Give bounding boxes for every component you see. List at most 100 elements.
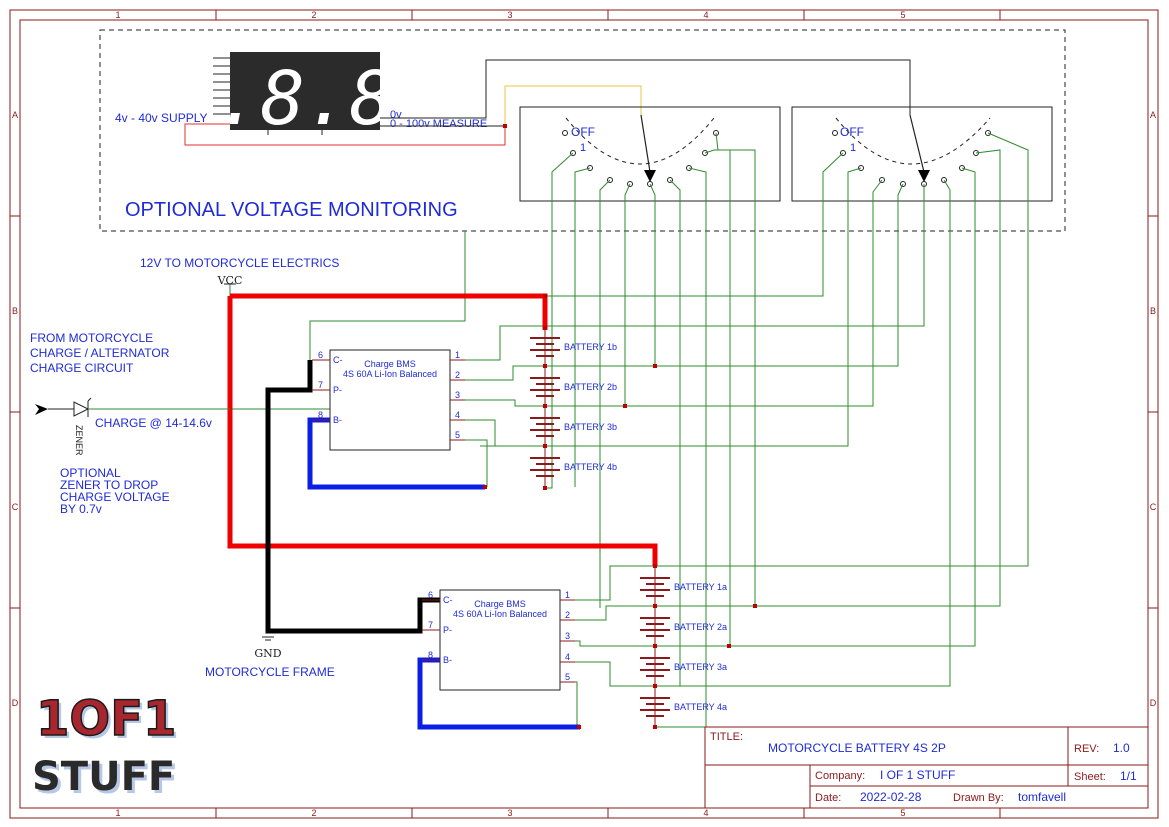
bms-b-pin-1: 1: [455, 350, 460, 360]
charge-voltage-label: CHARGE @ 14-14.6v: [95, 416, 212, 430]
bms-a-pin-2: 2: [565, 610, 570, 620]
bms-a-pin-6-num: 6: [428, 590, 433, 600]
optional-line-3: CHARGE VOLTAGE: [60, 490, 170, 504]
bms-a-pin-4: 4: [565, 652, 570, 662]
display-body: [230, 52, 380, 130]
supply-wire: [184, 123, 506, 146]
voltmeter-display: 8.8.8.: [171, 52, 439, 142]
bms-a-pin-6-name: C-: [443, 595, 453, 605]
col-label-5-bottom: 5: [900, 808, 905, 818]
bms-b-pin-6-name: C-: [333, 355, 343, 365]
row-label-a: A: [12, 110, 18, 120]
measure-sense-wire: [504, 85, 642, 126]
bms-a-pin-5: 5: [565, 672, 570, 682]
vcc-symbol: VCC: [217, 274, 243, 287]
bms-b-pin-8-num: 8: [318, 410, 323, 420]
date-label: Date:: [815, 792, 841, 804]
col-label-3: 3: [507, 10, 512, 20]
bms-b-pin-7-num: 7: [318, 380, 323, 390]
rotary-switch-2: OFF 1: [791, 106, 1053, 202]
logo-line-2-shadow: STUFF: [35, 757, 178, 803]
monitoring-title: OPTIONAL VOLTAGE MONITORING: [125, 199, 458, 221]
battery-cell-1a: BATTERY 1a: [640, 577, 727, 597]
date-value: 2022-02-28: [860, 790, 922, 804]
battery-cell-3a: BATTERY 3a: [640, 657, 727, 677]
drawn-by-label: Drawn By:: [953, 792, 1004, 804]
bms-b-pin-5: 5: [455, 430, 460, 440]
col-label-1: 1: [115, 10, 120, 20]
bms-a-pin-1: 1: [565, 590, 570, 600]
battery-3a-label: BATTERY 3a: [674, 662, 727, 672]
display-digits: 8.8.8.: [171, 56, 438, 142]
from-line-1: FROM MOTORCYCLE: [30, 331, 153, 345]
col-label-4: 4: [703, 10, 708, 20]
row-label-c: C: [12, 502, 19, 512]
ground-bus: [265, 360, 440, 634]
bms-a-pin-8-num: 8: [428, 650, 433, 660]
optional-line-2: ZENER TO DROP: [60, 478, 158, 492]
row-label-b: B: [12, 306, 18, 316]
from-line-3: CHARGE CIRCUIT: [30, 361, 134, 375]
company-value: I OF 1 STUFF: [880, 768, 955, 782]
bms-b-pin-2: 2: [455, 370, 460, 380]
row-label-a-right: A: [1150, 110, 1156, 120]
from-line-2: CHARGE / ALTERNATOR: [30, 346, 170, 360]
bms-a-pin-7-num: 7: [428, 620, 433, 630]
zero-volt-wire: [380, 59, 911, 119]
zener-label: ZENER: [74, 425, 84, 456]
battery-3b-label: BATTERY 3b: [564, 422, 617, 432]
charge-input: FROM MOTORCYCLE CHARGE / ALTERNATOR CHAR…: [30, 331, 230, 516]
col-label-3-bottom: 3: [507, 808, 512, 818]
battery-cell-4b: BATTERY 4b: [530, 457, 617, 477]
col-label-4-bottom: 4: [703, 808, 708, 818]
bms-b-pin-7-name: P-: [333, 385, 342, 395]
brand-logo: 1OF1 1OF1 STUFF STUFF: [32, 690, 179, 803]
bms-module-b: Charge BMS 4S 60A Li-Ion Balanced 6 C- 7…: [312, 349, 465, 451]
optional-line-1: OPTIONAL: [60, 466, 121, 480]
battery-stack-b: BATTERY 1b BATTERY 2b BATTERY 3b BATTERY…: [530, 330, 617, 488]
company-label: Company:: [815, 770, 865, 782]
monitoring-dashed-box: [99, 29, 1066, 232]
battery-cell-3b: BATTERY 3b: [530, 417, 617, 437]
voltage-monitoring-section: OPTIONAL VOLTAGE MONITORING 8.8.8. 4v - …: [99, 29, 1066, 232]
col-label-5: 5: [900, 10, 905, 20]
bms-b-pin-4: 4: [455, 410, 460, 420]
col-label-2-bottom: 2: [311, 808, 316, 818]
switch1-off-label: OFF: [571, 125, 595, 139]
positive-bus-lower: [227, 296, 658, 566]
title-value: MOTORCYCLE BATTERY 4S 2P: [768, 741, 946, 755]
switch2-off-label: OFF: [840, 125, 864, 139]
row-label-c-right: C: [1150, 502, 1157, 512]
optional-line-4: BY 0.7v: [60, 502, 102, 516]
drawn-by-value: tomfavell: [1018, 790, 1066, 804]
vcc-label: VCC: [217, 274, 243, 287]
title-block: TITLE: MOTORCYCLE BATTERY 4S 2P REV: 1.0…: [704, 726, 1149, 809]
bms-b-name-1: Charge BMS: [364, 359, 416, 369]
zener-diode: [73, 397, 92, 417]
battery-cell-2b: BATTERY 2b: [530, 377, 617, 397]
battery-1a-label: BATTERY 1a: [674, 582, 727, 592]
battery-cell-2a: BATTERY 2a: [640, 617, 727, 637]
drawing-frame: 1 2 3 4 5 1 2 3 4 5 A B C D A B C D: [9, 9, 1159, 819]
title-label: TITLE:: [710, 731, 743, 743]
positive-bus-upper: [230, 293, 548, 330]
gnd-symbol: GND: [254, 636, 282, 660]
col-label-2: 2: [311, 10, 316, 20]
rotary-switch-1: OFF 1: [519, 106, 781, 202]
row-label-d: D: [12, 698, 19, 708]
logo-line-1: 1OF1: [36, 691, 176, 747]
junction-dots: [483, 294, 757, 729]
bms-a-pin-3: 3: [565, 631, 570, 641]
bms-a-pin-7-name: P-: [443, 625, 452, 635]
bms-b-pin-3: 3: [455, 390, 460, 400]
balance-wiring: [229, 132, 1029, 728]
battery-cell-4a: BATTERY 4a: [640, 697, 727, 717]
battery-1b-label: BATTERY 1b: [564, 342, 617, 352]
col-label-1-bottom: 1: [115, 808, 120, 818]
sheet-label: Sheet:: [1074, 771, 1106, 783]
input-arrow: [35, 404, 48, 415]
sheet-value: 1/1: [1120, 769, 1137, 783]
bms-a-name-2: 4S 60A Li-Ion Balanced: [453, 609, 547, 619]
frame-label: MOTORCYCLE FRAME: [205, 665, 335, 679]
